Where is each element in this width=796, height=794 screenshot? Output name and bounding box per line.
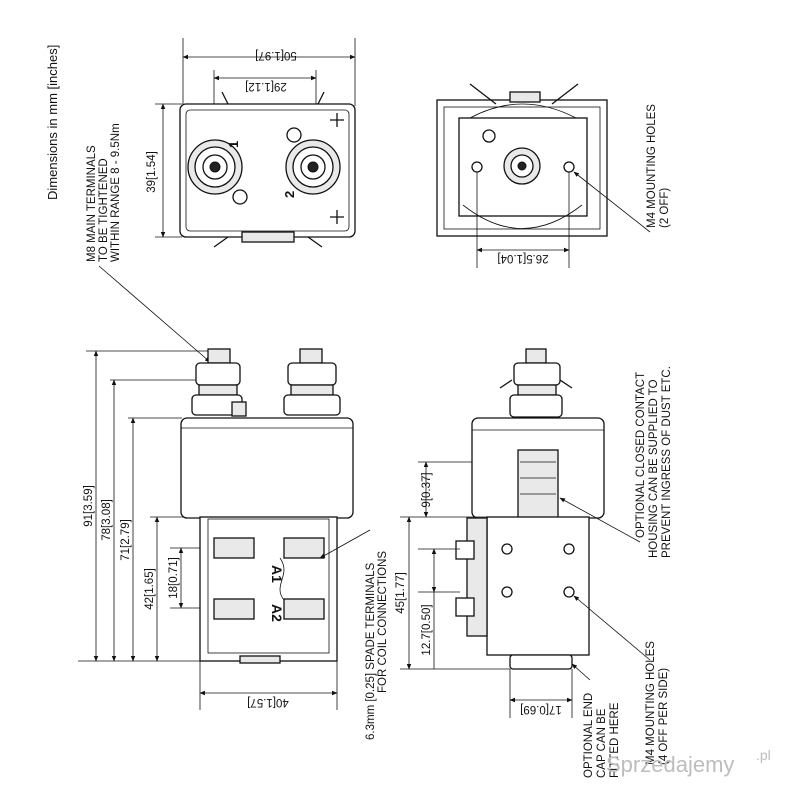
side-view: 9[0.37] 45[1.77] 12.7[0.50] 17[0.69] — [395, 348, 605, 718]
dim-v45: 45[1.77] — [395, 572, 407, 614]
dim-v9: 9[0.37] — [421, 472, 433, 507]
leader-m4-holes-top — [573, 171, 651, 233]
note-closed-housing-1: OPTIONAL CLOSED CONTACT — [635, 372, 647, 538]
leader-m4-holes-side — [573, 595, 651, 661]
m4-hole-right — [563, 161, 575, 173]
spade-terminal-a2-left — [213, 598, 255, 620]
coil-label-a2: A2 — [269, 604, 285, 622]
front-view: 91[3.59] 78[3.08] 71[2.79] 42[1.65] 18[0… — [78, 348, 354, 710]
main-terminal-1 — [187, 139, 243, 195]
spade-terminal-a1-right — [283, 537, 325, 559]
side-spade-a1 — [455, 540, 475, 560]
coil-label-a1: A1 — [269, 565, 285, 583]
top-view: 50[1.97] 29[1.12] 39[1.54] 1 — [146, 38, 356, 248]
dim-h71: 71[2.79] — [120, 519, 132, 561]
note-closed-housing-2: HOUSING CAN BE SUPPLIED TO — [648, 379, 660, 558]
dim-h42: 42[1.65] — [144, 568, 156, 610]
watermark-tld: .pl — [756, 747, 771, 763]
stud-terminal-right — [283, 348, 341, 416]
note-m4-holes-top-1: M4 MOUNTING HOLES — [646, 104, 658, 228]
note-m4-holes-side-1: M4 MOUNTING HOLES — [645, 641, 657, 765]
spade-terminal-a1-left — [213, 537, 255, 559]
note-main-terminals-3: WITHIN RANGE 8 - 9.5Nm — [110, 123, 122, 262]
terminal-2-label: 2 — [282, 191, 297, 198]
dim-hole-pitch-top: 26.5[1.04] — [497, 252, 548, 264]
dim-h18: 18[0.71] — [168, 557, 180, 599]
leader-spade-terminals — [319, 529, 371, 559]
terminal-1-label: 1 — [226, 141, 241, 148]
note-spade-terminals-1: 6.3mm [0.25] SPADE TERMINALS — [365, 562, 377, 740]
dim-w17: 17[0.69] — [520, 703, 562, 715]
dim-top-width: 50[1.97] — [255, 49, 297, 61]
front-view-body — [180, 417, 354, 519]
m4-hole-left — [471, 161, 483, 173]
note-spade-terminals-2: FOR COIL CONNECTIONS — [377, 551, 389, 693]
note-m4-holes-side-2: (4 OFF PER SIDE) — [658, 668, 670, 765]
end-view: 26.5[1.04] — [436, 83, 608, 268]
watermark: Sprzedajemy — [606, 752, 734, 777]
dim-h78: 78[3.08] — [101, 499, 113, 541]
note-main-terminals-2: TO BE TIGHTENED — [98, 158, 110, 262]
note-m4-holes-top-2: (2 OFF) — [659, 188, 671, 228]
side-coil-housing — [486, 516, 590, 656]
stud-terminal-left — [191, 348, 243, 416]
spade-terminal-a2-right — [283, 598, 325, 620]
leader-end-cap — [571, 663, 591, 681]
closed-contact-housing — [517, 449, 559, 519]
note-main-terminals-1: M8 MAIN TERMINALS — [86, 145, 98, 262]
dim-terminal-pitch: 29[1.12] — [245, 80, 287, 92]
note-end-cap-3: FITTED HERE — [609, 702, 621, 778]
note-end-cap-1: OPTIONAL END — [583, 693, 595, 778]
dimensions-title: Dimensions in mm [inches] — [45, 45, 60, 200]
note-end-cap-2: CAP CAN BE — [596, 708, 608, 778]
dim-v12-7: 12.7[0.50] — [421, 604, 433, 655]
side-spade-a2 — [455, 597, 475, 617]
dim-top-height: 39[1.54] — [146, 151, 158, 193]
leader-main-terminals — [98, 265, 211, 363]
dim-h91: 91[3.59] — [83, 485, 95, 527]
leader-closed-housing — [559, 497, 641, 543]
end-cap — [509, 654, 573, 670]
main-terminal-2 — [285, 139, 341, 195]
dim-w40: 40[1.57] — [247, 696, 289, 708]
note-closed-housing-3: PREVENT INGRESS OF DUST ETC. — [661, 366, 673, 558]
